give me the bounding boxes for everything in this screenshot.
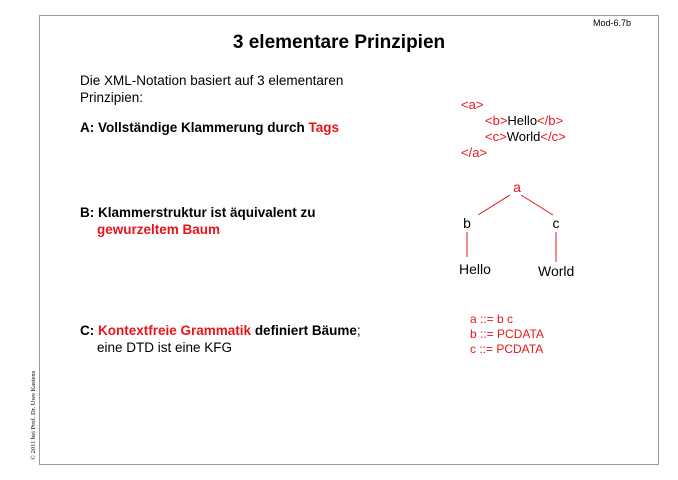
copyright-notice: © 2011 bei Prof. Dr. Uwe Kastens xyxy=(30,370,37,460)
tree-left: b xyxy=(463,215,471,231)
xml-text-c: World xyxy=(506,129,541,144)
edge-a-b xyxy=(477,194,511,216)
point-c-highlight: Kontextfreie Grammatik xyxy=(98,323,252,338)
xml-line-b: <b>Hello</b> xyxy=(461,113,566,129)
grammar-rule-b: b ::= PCDATA xyxy=(470,327,544,341)
point-c-prefix: C: xyxy=(80,323,98,338)
point-a: A: Vollständige Klammerung durch Tags xyxy=(80,119,339,136)
slide-title: 3 elementare Prinzipien xyxy=(232,32,446,53)
point-c-line2: eine DTD ist eine KFG xyxy=(97,340,233,355)
point-b: B: Klammerstruktur ist äquivalent zu gew… xyxy=(80,204,316,238)
point-a-label: A: Vollständige Klammerung durch xyxy=(80,120,309,135)
point-b-highlight: gewurzeltem Baum xyxy=(97,222,221,237)
xml-open-c: <c> xyxy=(485,129,507,144)
xml-close-a: </a> xyxy=(461,145,488,160)
grammar-rules: a ::= b c b ::= PCDATA c ::= PCDATA xyxy=(470,312,544,357)
xml-close-c: </c> xyxy=(540,129,566,144)
grammar-rule-c: c ::= PCDATA xyxy=(470,342,544,356)
point-c: C: Kontextfreie Grammatik definiert Bäum… xyxy=(80,322,361,356)
point-c-tail: ; xyxy=(356,323,361,338)
xml-close-b: </b> xyxy=(537,113,564,128)
slide-frame xyxy=(39,15,659,465)
xml-text-b: Hello xyxy=(507,113,538,128)
point-c-line1: C: Kontextfreie Grammatik definiert Bäum… xyxy=(80,322,361,339)
edge-a-c xyxy=(520,194,554,216)
tree-right-leaf: World xyxy=(538,263,574,279)
tree-right: c xyxy=(553,215,560,231)
xml-example: <a> <b>Hello</b> <c>World</c> </a> xyxy=(461,97,566,161)
xml-open-a: <a> xyxy=(461,97,484,112)
point-b-label: B: Klammerstruktur ist äquivalent zu xyxy=(80,205,316,220)
tree-diagram: a b c Hello World xyxy=(459,180,574,279)
tree-left-leaf: Hello xyxy=(459,261,491,277)
grammar-rule-a: a ::= b c xyxy=(470,312,514,326)
slide-id: Mod-6.7b xyxy=(593,18,632,28)
xml-open-b: <b> xyxy=(485,113,508,128)
xml-line-c: <c>World</c> xyxy=(461,129,566,145)
tree-root: a xyxy=(513,180,521,195)
intro-text: Die XML-Notation basiert auf 3 elementar… xyxy=(80,73,344,105)
point-c-label: definiert Bäume xyxy=(251,323,357,338)
point-a-highlight: Tags xyxy=(308,120,340,135)
